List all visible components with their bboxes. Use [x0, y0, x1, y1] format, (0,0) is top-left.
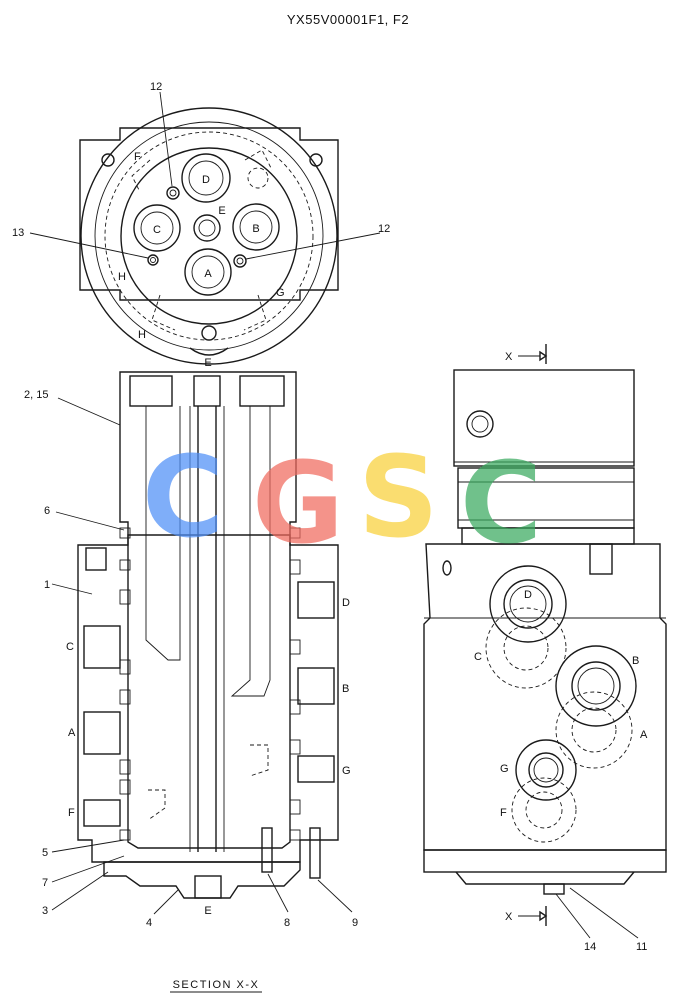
- top-port-d: D: [181, 153, 231, 203]
- svg-text:D: D: [342, 597, 350, 609]
- svg-text:F: F: [68, 807, 75, 819]
- zone-h-outer: H: [138, 329, 146, 341]
- svg-text:B: B: [632, 655, 639, 667]
- watermark: C G S C: [142, 433, 542, 569]
- callout-8: 8: [284, 917, 290, 929]
- side-port-d: D: [489, 565, 567, 643]
- svg-text:C: C: [153, 224, 161, 236]
- callout-1: 1: [44, 579, 50, 591]
- watermark-letter-4: C: [460, 439, 542, 569]
- svg-text:B: B: [252, 223, 259, 235]
- drawing-title: YX55V00001F1, F2: [287, 12, 409, 27]
- watermark-letter-2: G: [252, 439, 344, 569]
- svg-text:D: D: [524, 589, 532, 601]
- svg-text:A: A: [68, 727, 76, 739]
- zone-g: G: [276, 287, 285, 299]
- callout-5: 5: [42, 847, 48, 859]
- section-top-port-e: E: [204, 357, 211, 369]
- svg-text:E: E: [218, 205, 225, 217]
- section-mark-top: X: [505, 351, 513, 363]
- side-port-b: B: [555, 645, 639, 727]
- plug-12-right: [233, 254, 247, 268]
- callout-7: 7: [42, 877, 48, 889]
- side-view: X D C: [423, 344, 667, 953]
- svg-text:A: A: [204, 268, 212, 280]
- svg-text:D: D: [202, 174, 210, 186]
- side-port-f: F: [500, 807, 507, 819]
- svg-text:G: G: [500, 763, 509, 775]
- bolt-9: [309, 827, 321, 879]
- watermark-letter-3: S: [358, 433, 439, 563]
- top-port-e: E: [193, 205, 226, 242]
- section-port-b: [297, 667, 335, 705]
- callout-3: 3: [42, 905, 48, 917]
- side-port-a: A: [640, 729, 648, 741]
- callout-11: 11: [636, 941, 647, 953]
- svg-text:G: G: [342, 765, 351, 777]
- section-bottom-port-e: E: [204, 905, 211, 917]
- callout-12-right: 12: [378, 223, 390, 235]
- plug-13: [147, 254, 159, 266]
- top-port-c: C: [133, 204, 181, 252]
- svg-text:B: B: [342, 683, 349, 695]
- top-port-b: B: [232, 203, 280, 251]
- section-port-c: [83, 625, 121, 669]
- section-port-a: [83, 711, 121, 755]
- bolt-8: [261, 827, 273, 873]
- section-mark-bottom: X: [505, 911, 513, 923]
- callout-13: 13: [12, 227, 24, 239]
- zone-h-inner: H: [118, 271, 126, 283]
- section-port-d: [297, 581, 335, 619]
- section-view: E: [24, 357, 358, 929]
- side-port-c: C: [474, 651, 482, 663]
- svg-text:C: C: [66, 641, 74, 653]
- top-view: D C B A E: [12, 81, 390, 365]
- plug-12-top: [166, 186, 180, 200]
- callout-9: 9: [352, 917, 358, 929]
- section-caption: SECTION X-X: [173, 979, 260, 991]
- side-port-g: G: [500, 739, 577, 801]
- callout-12-top: 12: [150, 81, 162, 93]
- section-port-f: [83, 799, 121, 827]
- zone-f: F: [134, 151, 141, 163]
- callout-2-15: 2, 15: [24, 389, 48, 401]
- callout-4: 4: [146, 917, 152, 929]
- watermark-letter-1: C: [142, 433, 224, 563]
- section-port-g: [297, 755, 335, 783]
- callout-6: 6: [44, 505, 50, 517]
- callout-14: 14: [584, 941, 596, 953]
- top-port-a: A: [184, 248, 232, 296]
